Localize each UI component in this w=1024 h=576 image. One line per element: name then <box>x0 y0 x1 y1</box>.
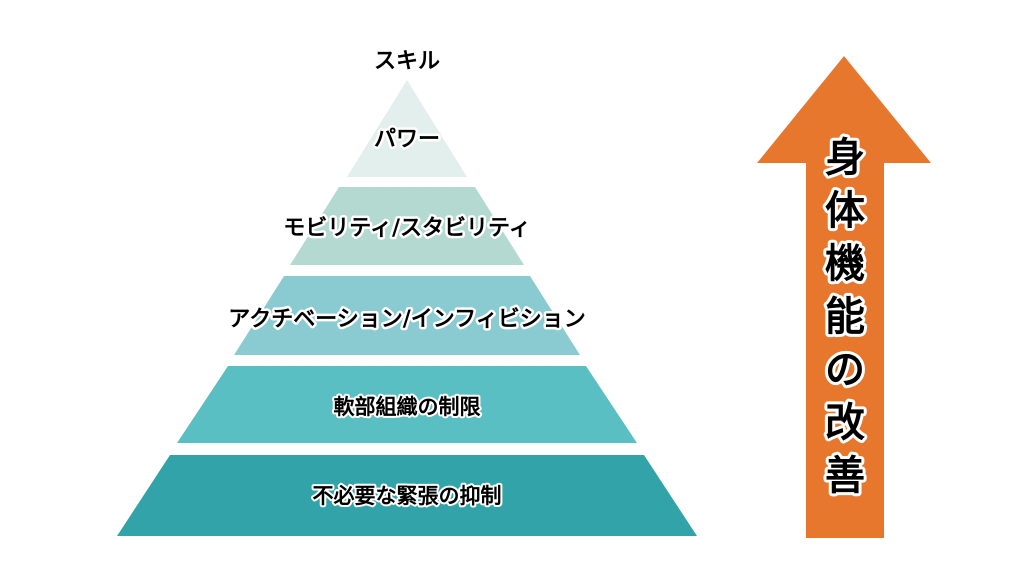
arrow-label-char: の <box>825 347 865 393</box>
arrow-label-char: 体 <box>825 188 865 234</box>
pyramid-label-power: パワー <box>374 127 440 152</box>
pyramid-band-mobility-stability <box>290 187 524 265</box>
pyramid-band-power <box>347 80 467 177</box>
pyramid-label-skill: スキル <box>374 49 440 74</box>
arrow-label-char: 能 <box>825 294 865 340</box>
pyramid-label-activation-inhibition: アクチベーション/インフィビション <box>228 307 585 332</box>
pyramid-band-activation-inhibition <box>234 276 580 355</box>
improvement-arrow <box>757 56 931 538</box>
arrow-label-char: 善 <box>825 453 865 499</box>
arrow-label-body-function-improvement: 身 体 機 能 の 改 善 <box>822 132 868 502</box>
pyramid-label-soft-tissue: 軟部組織の制限 <box>334 395 481 419</box>
pyramid-band-tension-suppression <box>117 455 697 536</box>
pyramid-label-tension-suppression: 不必要な緊張の抑制 <box>313 484 502 508</box>
arrow-label-char: 改 <box>825 400 865 446</box>
pyramid-band-soft-tissue <box>177 366 637 443</box>
pyramid-label-mobility-stability: モビリティ/スタビリティ <box>283 216 530 241</box>
arrow-label-char: 機 <box>825 241 865 287</box>
arrow-label-char: 身 <box>825 135 865 181</box>
